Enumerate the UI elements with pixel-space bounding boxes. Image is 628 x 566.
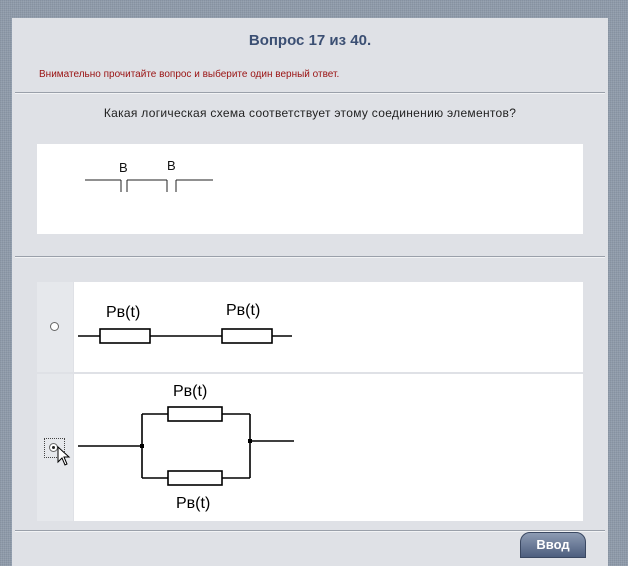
series-label-1: Pв(t) — [106, 304, 140, 321]
parallel-label-bottom: Pв(t) — [176, 495, 210, 512]
question-figure: B B — [37, 144, 583, 234]
option-radio-cell — [37, 374, 73, 521]
page-title: Вопрос 17 из 40. — [248, 32, 372, 49]
radio-focus-outline — [44, 438, 65, 458]
quiz-panel: Вопрос 17 из 40. Внимательно прочитайте … — [12, 18, 608, 566]
submit-button[interactable]: Ввод — [520, 532, 586, 558]
divider — [15, 256, 605, 258]
contacts-diagram: B B — [85, 158, 213, 192]
option-1-radio[interactable] — [50, 322, 59, 331]
option-radio-cell — [37, 282, 73, 372]
contact-label-2: B — [167, 158, 176, 173]
divider — [15, 530, 605, 532]
answer-option-2[interactable]: Pв(t) Pв(t) — [37, 374, 583, 521]
instruction-text: Внимательно прочитайте вопрос и выберите… — [39, 69, 340, 80]
question-text: Какая логическая схема соответствует это… — [103, 106, 517, 120]
series-label-2: Pв(t) — [226, 302, 260, 319]
contact-label-1: B — [119, 160, 128, 175]
option-2-diagram: Pв(t) Pв(t) — [74, 374, 583, 521]
parallel-label-top: Pв(t) — [173, 383, 207, 400]
cursor-arrow-icon — [57, 446, 71, 466]
option-1-diagram: Pв(t) Pв(t) — [74, 282, 583, 372]
answer-option-1[interactable]: Pв(t) Pв(t) — [37, 282, 583, 372]
divider — [15, 92, 605, 94]
